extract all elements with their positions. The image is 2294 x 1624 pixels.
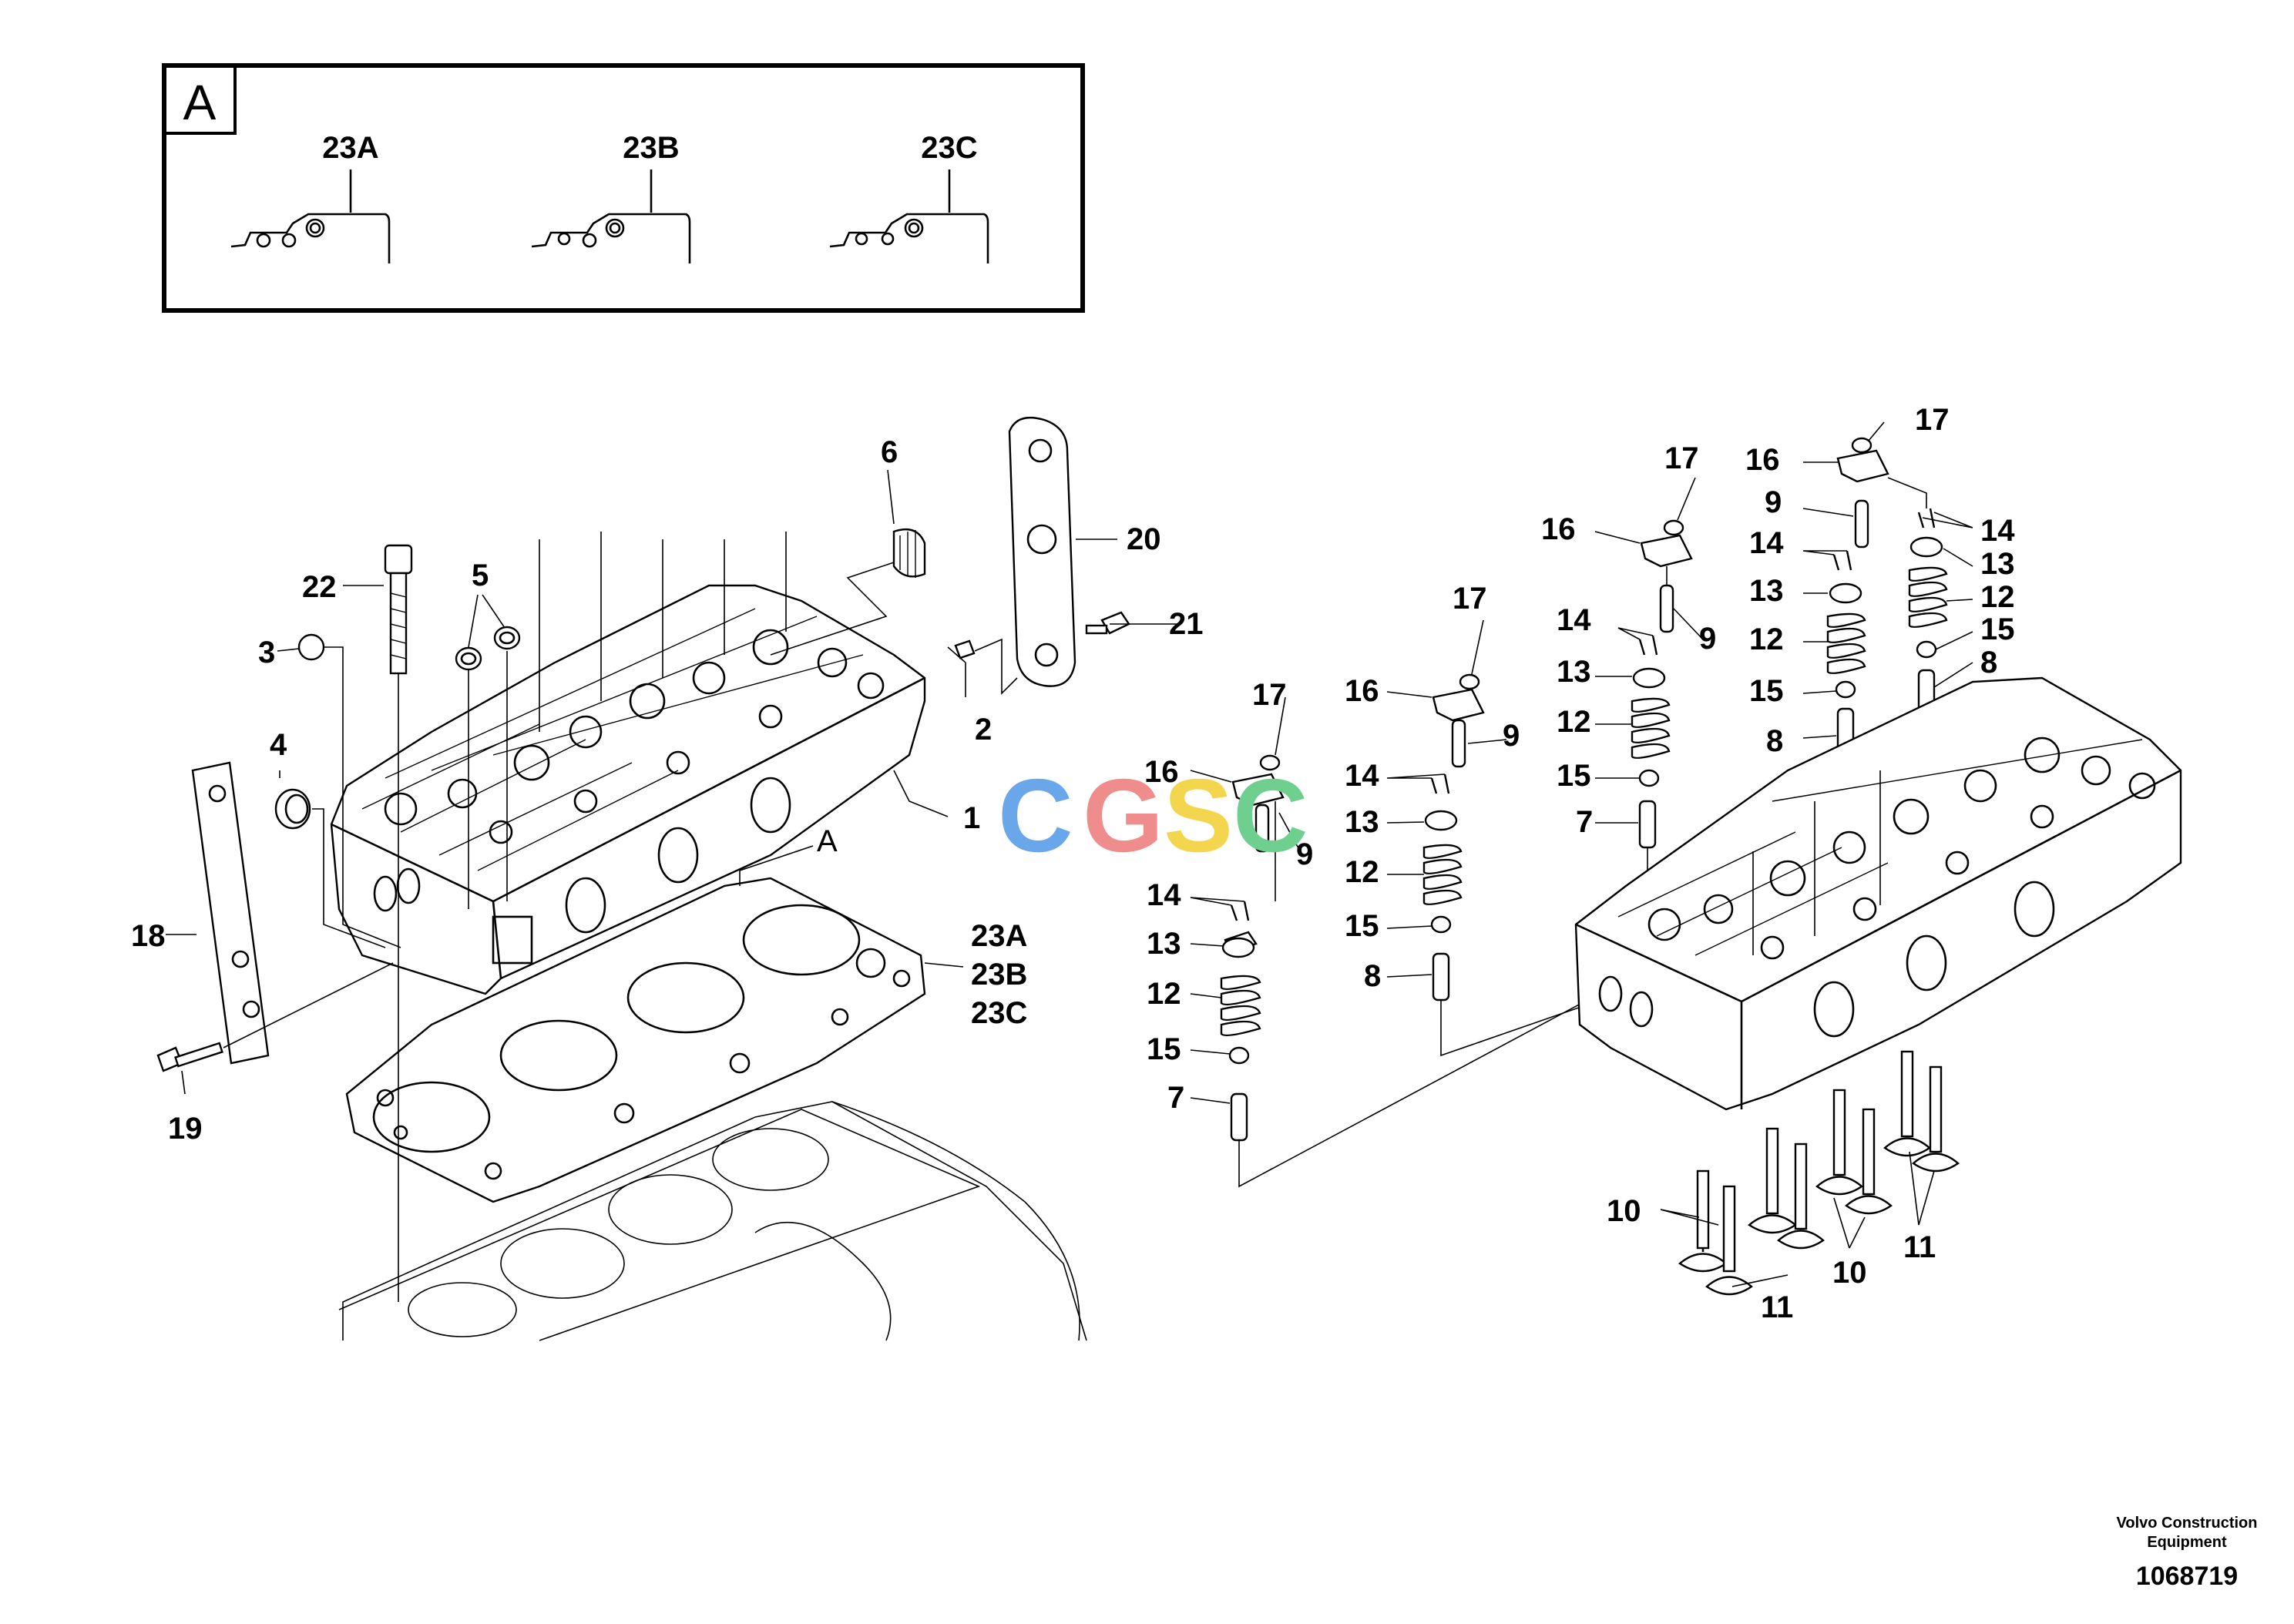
callout-v3-16: 16 [1541, 512, 1576, 546]
callout-v4-14: 14 [1749, 526, 1784, 560]
callout-v3-15: 15 [1557, 759, 1591, 793]
watermark-letter-g: G [1083, 757, 1164, 874]
callout-v4-16: 16 [1745, 443, 1780, 477]
callout-6: 6 [881, 435, 898, 469]
callout-v1-17: 17 [1252, 678, 1287, 712]
callout-v1-9: 9 [1296, 837, 1313, 871]
callout-v4-14-right: 14 [1980, 514, 2015, 548]
callout-20: 20 [1127, 522, 1161, 556]
watermark: C G S C [998, 757, 1308, 874]
callout-3: 3 [258, 636, 275, 669]
callout-v1-14: 14 [1147, 878, 1181, 912]
valve-train-leaders [1190, 421, 1973, 1188]
callout-23c: 23C [971, 996, 1027, 1030]
callout-v3-9: 9 [1699, 622, 1716, 656]
callout-18: 18 [131, 919, 166, 953]
callout-a: A [817, 824, 838, 858]
valve [1678, 1169, 1728, 1273]
callout-5: 5 [472, 559, 489, 592]
callout-10-left: 10 [1607, 1194, 1641, 1228]
drawing-number: 1068719 [2136, 1562, 2238, 1591]
head-gasket [345, 877, 926, 1203]
footer-title-block: Volvo Construction Equipment 1068719 [2117, 1515, 2258, 1591]
callout-v4-12-right: 12 [1980, 580, 2015, 614]
valves [1660, 1050, 1960, 1296]
variant-23b: 23B [531, 131, 691, 263]
detail-box-a: A 23A 23B 23C [162, 63, 1085, 313]
variant-23a: 23A [230, 131, 391, 263]
engine-block-outline [342, 1101, 1087, 1341]
callout-v3-17: 17 [1664, 441, 1699, 475]
callout-11-right: 11 [1903, 1230, 1936, 1264]
parts-left-small [156, 416, 1130, 1072]
callout-v4-17: 17 [1915, 403, 1950, 437]
callout-v4-8-right: 8 [1980, 646, 1997, 679]
callout-19: 19 [168, 1112, 203, 1146]
callout-v2-13: 13 [1345, 805, 1379, 839]
callout-v2-16: 16 [1345, 674, 1379, 708]
callout-v4-13-right: 13 [1980, 547, 2015, 581]
watermark-letter-c1: C [998, 757, 1073, 874]
callout-v2-9: 9 [1503, 719, 1520, 753]
lower-gasket-outline [338, 1109, 981, 1341]
callout-v1-13: 13 [1147, 927, 1181, 961]
callout-23a: 23A [971, 919, 1027, 953]
valve-train-column-1 [1220, 754, 1285, 1142]
cylinder-head-2 [1574, 676, 2182, 1111]
variant-23c-label: 23C [921, 131, 977, 165]
footer-brand-line2: Equipment [2147, 1534, 2227, 1551]
valve [1705, 1185, 1753, 1296]
callout-v1-12: 12 [1147, 977, 1181, 1011]
callout-v1-15: 15 [1147, 1032, 1181, 1066]
valve [1815, 1089, 1863, 1196]
callout-22: 22 [302, 570, 337, 604]
variant-23c: 23C [829, 131, 989, 263]
callout-v4-8: 8 [1766, 724, 1783, 758]
valve [1845, 1108, 1893, 1215]
callout-4: 4 [270, 728, 287, 762]
callout-labels: 1 2 3 4 5 6 18 19 20 21 22 A 23A 23B 23C… [131, 403, 2015, 1324]
callout-23b: 23B [971, 958, 1027, 992]
footer-brand-line1: Volvo Construction [2117, 1515, 2258, 1532]
callout-v3-7: 7 [1576, 805, 1593, 839]
watermark-letter-c2: C [1233, 757, 1308, 874]
callout-v1-7: 7 [1167, 1081, 1184, 1115]
callout-11-left: 11 [1761, 1290, 1793, 1324]
callout-v3-13: 13 [1557, 655, 1591, 689]
callout-v2-17: 17 [1453, 582, 1487, 616]
callout-v2-15: 15 [1345, 909, 1379, 943]
callout-10-right: 10 [1832, 1256, 1867, 1290]
callout-v1-16: 16 [1144, 755, 1179, 789]
valve-train-column-2 [1422, 673, 1485, 1002]
valve-train-column-3 [1631, 519, 1693, 849]
callout-v4-9: 9 [1765, 485, 1782, 519]
callout-v4-15-right: 15 [1980, 612, 2015, 646]
valve [1747, 1127, 1798, 1234]
callout-1: 1 [963, 801, 980, 835]
watermark-letter-s: S [1164, 757, 1233, 874]
left-leaders [166, 469, 1179, 1302]
valve [1883, 1050, 1931, 1157]
callout-2: 2 [975, 713, 992, 747]
callout-v4-13: 13 [1749, 574, 1784, 608]
callout-v4-12: 12 [1749, 622, 1784, 656]
callout-v2-12: 12 [1345, 855, 1379, 889]
cylinder-head-1 [330, 584, 926, 995]
detail-box-tag: A [183, 75, 217, 130]
callout-21: 21 [1169, 607, 1204, 641]
variant-23b-label: 23B [623, 131, 679, 165]
callout-v2-14: 14 [1345, 759, 1379, 793]
callout-v4-15: 15 [1749, 674, 1784, 708]
valve [1912, 1065, 1960, 1173]
callout-v3-12: 12 [1557, 705, 1591, 739]
valve [1777, 1143, 1825, 1250]
callout-v2-8: 8 [1364, 959, 1381, 993]
variant-23a-label: 23A [322, 131, 378, 165]
callout-v3-14: 14 [1557, 603, 1591, 637]
